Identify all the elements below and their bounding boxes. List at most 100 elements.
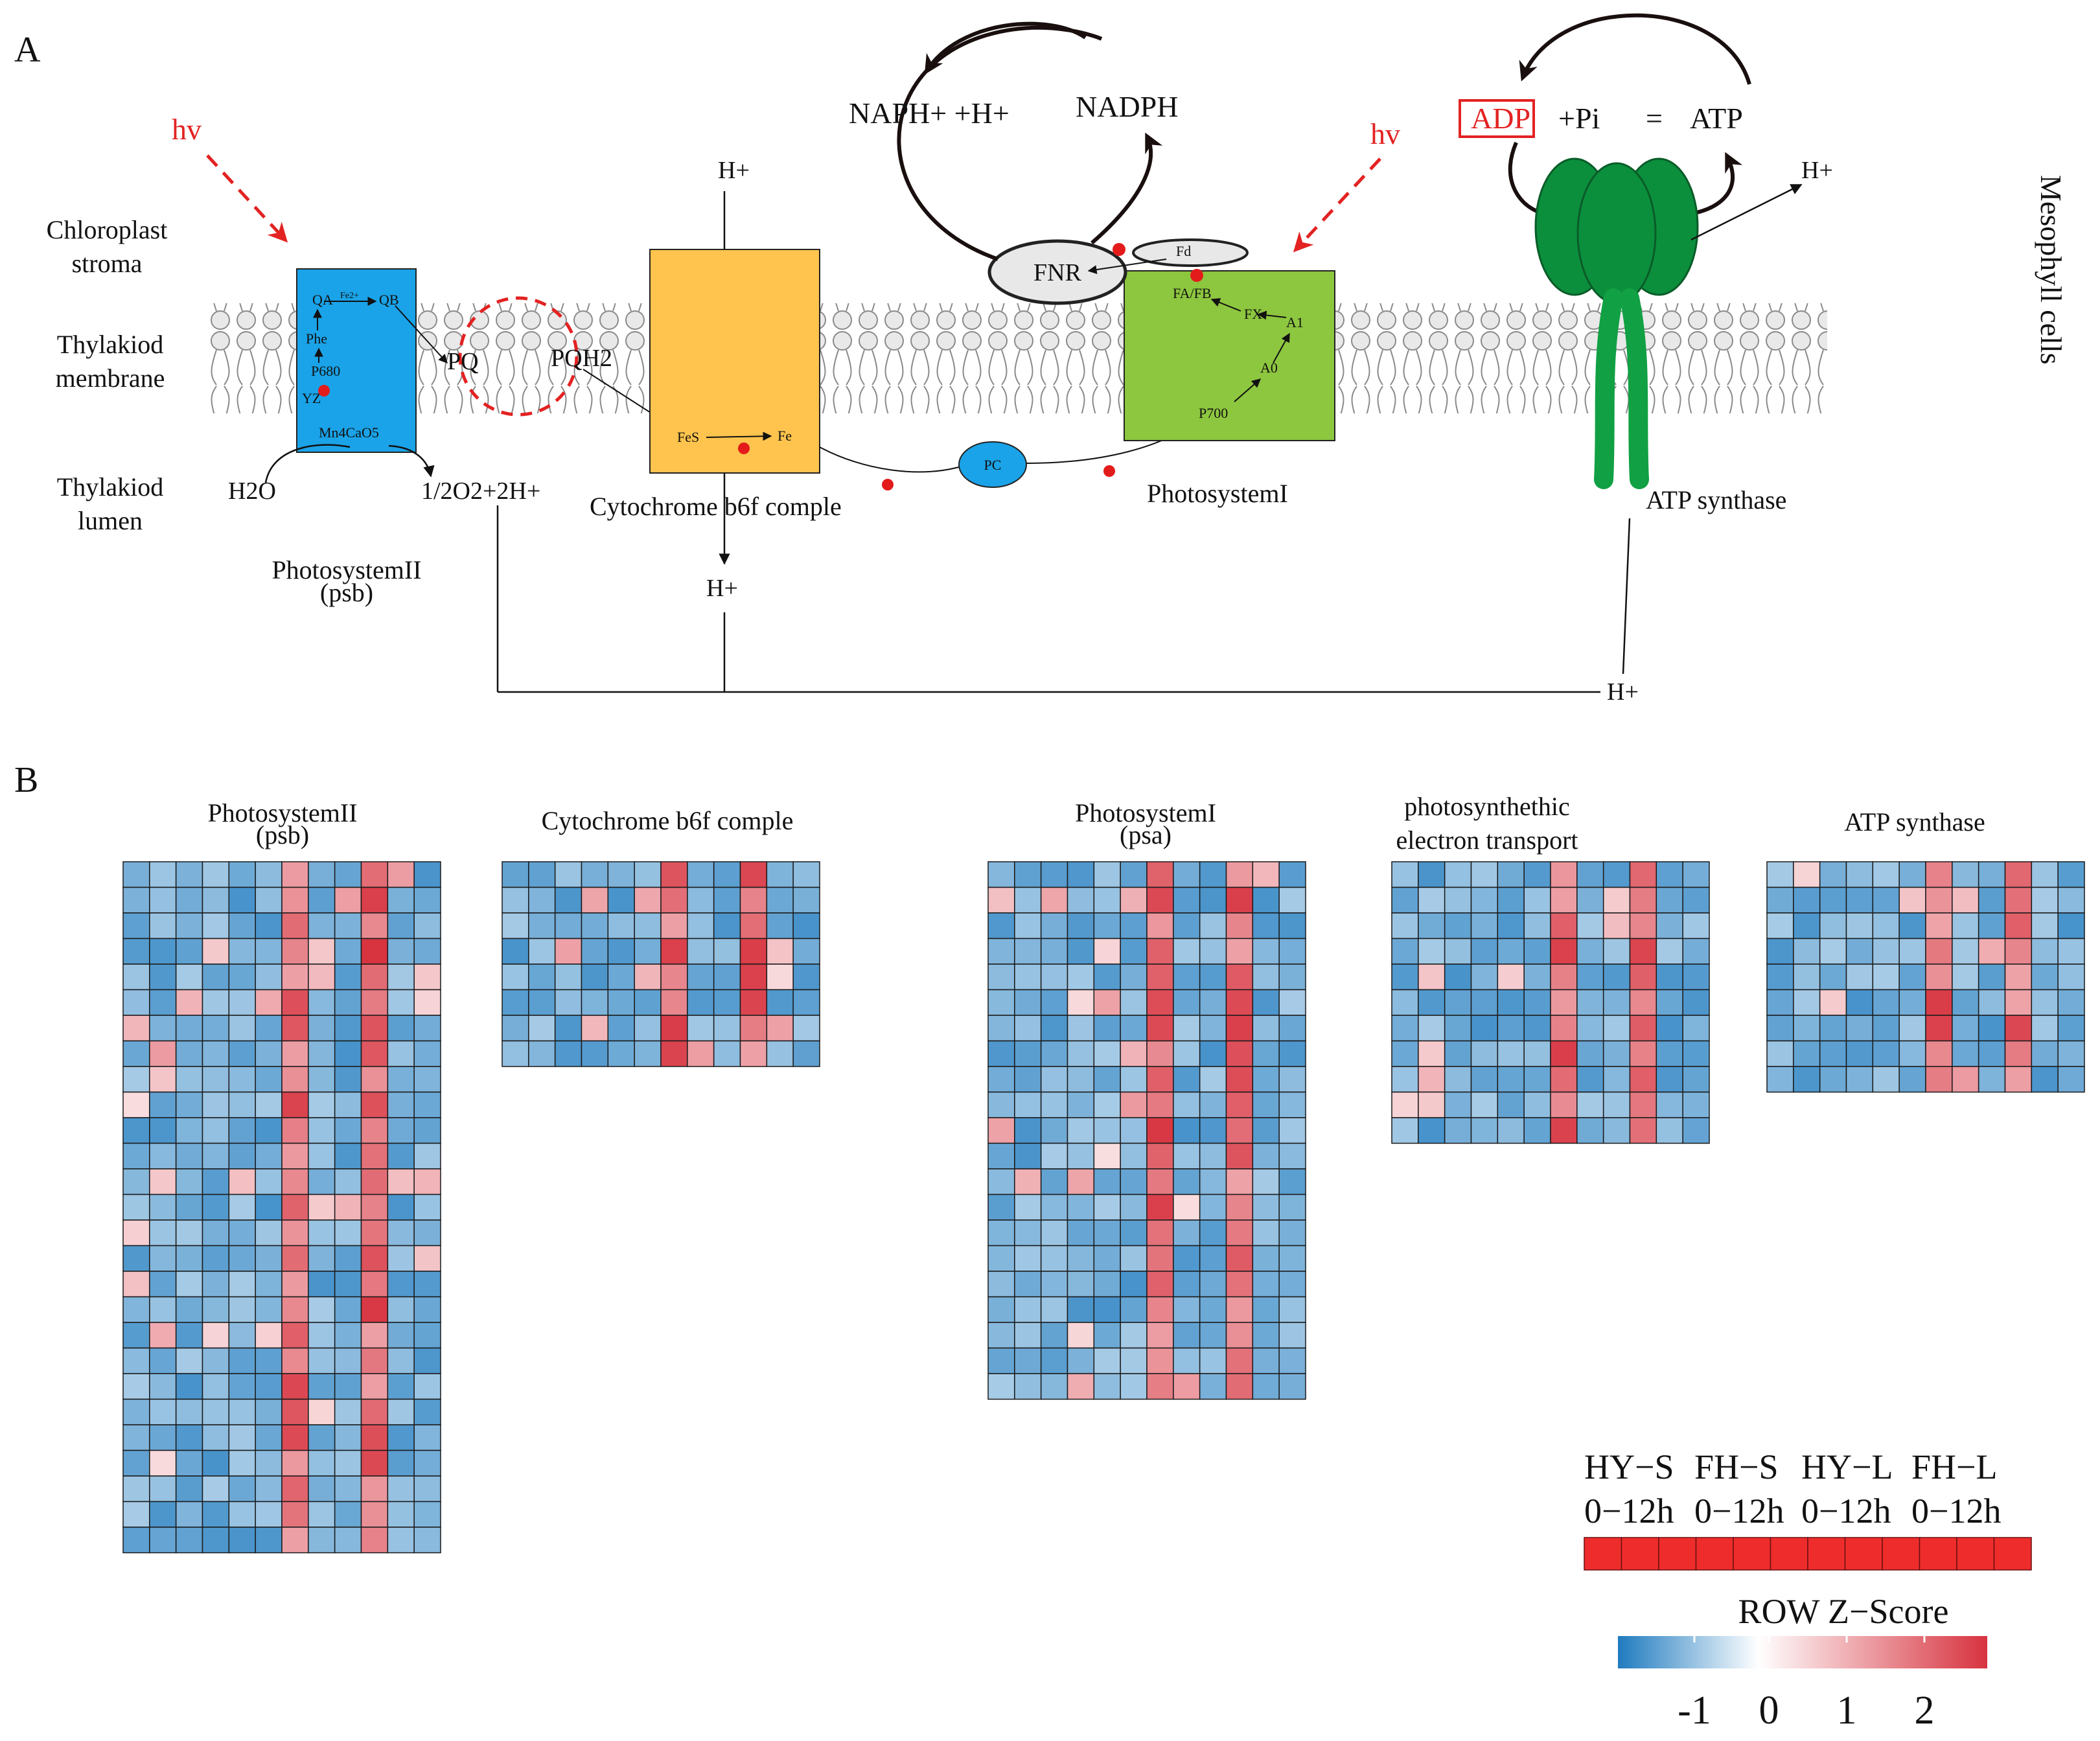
heatmap-cell <box>334 912 362 940</box>
heatmap-cell <box>987 886 1015 914</box>
heatmap-cell <box>1014 912 1042 940</box>
heatmap-cell <box>360 1475 389 1503</box>
heatmap-cell <box>1173 1271 1201 1298</box>
heatmap-cell <box>987 938 1015 965</box>
heatmap-cell <box>1418 1117 1446 1144</box>
heatmap-cell <box>1252 1373 1280 1400</box>
heatmap-cell <box>1682 861 1710 888</box>
heatmap-cell <box>1576 1117 1604 1144</box>
heatmap-cell <box>1146 1040 1174 1067</box>
heatmap-cell <box>360 1245 389 1272</box>
heatmap-cell <box>1120 886 1148 914</box>
heatmap-cell <box>1898 989 1926 1016</box>
heatmap-cell <box>1225 1296 1254 1323</box>
heatmap-cytochrome <box>502 861 820 1067</box>
heatmap-cell <box>1225 1040 1254 1067</box>
heatmap-cell <box>413 1142 441 1170</box>
heatmap-cell <box>1576 938 1604 965</box>
heatmap-cell <box>502 886 529 914</box>
heatmap-cell <box>1014 1271 1042 1298</box>
heatmap-cell <box>1576 989 1604 1016</box>
heatmap-cell <box>387 1219 415 1247</box>
heatmap-cell <box>607 861 635 888</box>
heatmap-cell <box>149 1347 177 1374</box>
heatmap-cell <box>255 1449 283 1477</box>
heatmap-cell <box>660 938 688 965</box>
heatmap-cell <box>1845 989 1874 1016</box>
heatmap-cell <box>554 861 583 888</box>
heatmap-cell <box>660 1015 688 1042</box>
heatmap-cell <box>1629 1015 1657 1042</box>
heatmap-cell <box>413 1015 441 1042</box>
nadp-cycle-right <box>1090 132 1163 245</box>
heatmap-cell <box>122 1449 150 1477</box>
psii-qa: QA <box>312 292 333 308</box>
heatmap-cell <box>255 1501 283 1528</box>
legend-time-1: 0−12h <box>1584 1492 1674 1530</box>
heatmap-cell <box>1872 989 1900 1016</box>
heatmap-cell <box>1173 912 1201 940</box>
heatmap-cell <box>687 912 715 940</box>
heatmap-cell <box>202 1271 230 1298</box>
heatmap-cell <box>202 1193 230 1221</box>
heatmap-cell <box>1225 1091 1254 1118</box>
heatmap-cell <box>660 963 688 991</box>
heatmap-cell <box>387 1040 415 1067</box>
heatmap-cell <box>387 1015 415 1042</box>
heatmap-cell <box>1146 1091 1174 1118</box>
heatmap-cell <box>413 1117 441 1144</box>
heatmap-cell <box>308 963 336 991</box>
heatmap-cell <box>1766 989 1794 1016</box>
heatmap-cell <box>2004 886 2033 914</box>
heatmap-cell <box>149 886 177 914</box>
heatmap-cell <box>1014 861 1042 888</box>
heatmap-cell <box>387 1193 415 1221</box>
heatmap-cell <box>1682 1040 1710 1067</box>
heatmap-cell <box>281 1015 309 1042</box>
heatmap-cell <box>255 1066 283 1093</box>
heatmap-cell <box>607 963 635 991</box>
heatmap-cell <box>1418 1066 1446 1093</box>
nadp-cycle-top <box>924 21 1087 75</box>
heatmap-electron-transport <box>1391 861 1710 1144</box>
heatmap-cell <box>1146 963 1174 991</box>
heatmap-cell <box>1470 963 1499 991</box>
heatmap-cell <box>2057 1015 2085 1042</box>
heatmap-cell <box>175 1373 203 1400</box>
heatmap-cell <box>1146 861 1174 888</box>
heatmap-cell <box>1173 938 1201 965</box>
heatmap-cell <box>1497 1040 1525 1067</box>
heatmap-cell <box>634 1040 662 1067</box>
heatmap-cell <box>1845 1066 1874 1093</box>
heatmap-cell <box>1819 938 1847 965</box>
nadp-label: NAPH+ +H+ <box>849 97 1010 130</box>
heatmap-cell <box>1014 886 1042 914</box>
heatmap-cell <box>1418 912 1446 940</box>
heatmap-cell <box>360 1501 389 1528</box>
heatmap-cell <box>1576 1015 1604 1042</box>
heatmap-cell <box>1146 1373 1174 1400</box>
heatmap-cell <box>1793 1015 1821 1042</box>
heatmap-cell <box>175 989 203 1016</box>
heatmap-cell <box>149 1296 177 1323</box>
heatmap-cell <box>334 1527 362 1554</box>
heatmap-cell <box>581 938 609 965</box>
heatmap-cell <box>228 1219 256 1247</box>
heatmap-cell <box>1656 1066 1683 1093</box>
heatmap-cell <box>1872 912 1900 940</box>
heatmap-cell <box>1225 1245 1254 1272</box>
heatmap-cell <box>334 1271 362 1298</box>
heatmap-cell <box>1952 861 1979 888</box>
heatmap-cell <box>202 912 230 940</box>
fd-to-fnr-arrow <box>1087 259 1167 275</box>
heatmap-cell <box>122 1398 150 1425</box>
heatmap-cell <box>1252 1015 1280 1042</box>
heatmap-cell <box>308 1475 336 1503</box>
heatmap-cell <box>1952 886 1979 914</box>
heatmap-cell <box>1629 1117 1657 1144</box>
heatmap-cell <box>334 1398 362 1425</box>
heatmap-cell <box>334 1347 362 1374</box>
psii-phe: Phe <box>306 330 327 347</box>
heatmap-cell <box>228 1475 256 1503</box>
heatmap-cell <box>1173 1066 1201 1093</box>
